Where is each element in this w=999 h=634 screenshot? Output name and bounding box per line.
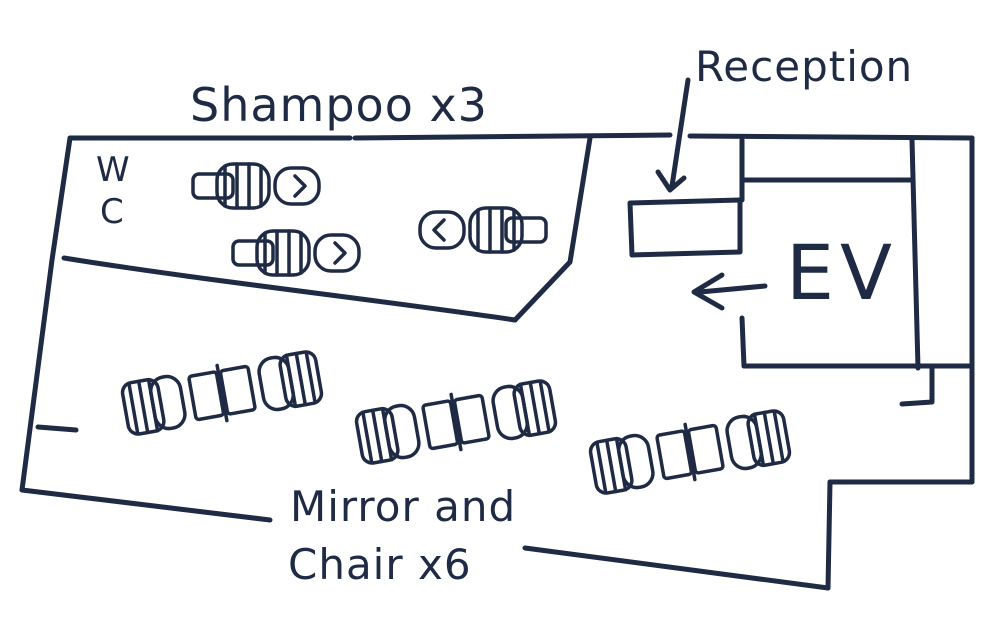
outer-walls xyxy=(19,132,975,591)
mirror-label-line1: Mirror and xyxy=(290,482,517,531)
ev-inner-left-bottom xyxy=(739,315,747,369)
ev-small-wall xyxy=(899,365,935,407)
mirror-chair-pair xyxy=(354,379,558,465)
mirror-chair-pair xyxy=(588,409,792,495)
bottom-wall-right xyxy=(522,545,831,591)
reception-pointer-head xyxy=(655,169,687,193)
shampoo-station xyxy=(191,162,321,210)
ev-inner-right xyxy=(909,137,921,371)
mirror-label-line2: Chair x6 xyxy=(288,540,472,589)
wc-label-w: W xyxy=(96,150,131,190)
top-wall-far-right xyxy=(687,133,975,141)
left-wall xyxy=(19,135,73,493)
ev-arrow-head xyxy=(691,272,725,311)
mirror-chair-pair xyxy=(120,350,324,436)
right-step-vertical xyxy=(825,479,833,591)
elevator-block xyxy=(691,137,975,407)
wc-label-c: C xyxy=(100,192,125,232)
reception-desk-outline xyxy=(627,197,743,258)
shampoo-station xyxy=(231,229,361,277)
shampoo-station xyxy=(418,206,548,254)
reception-label: Reception xyxy=(695,42,914,91)
shampoo-label: Shampoo x3 xyxy=(190,78,488,132)
left-wall-notch xyxy=(35,424,79,433)
shampoo-divider xyxy=(61,255,518,323)
bottom-wall-left xyxy=(19,487,273,523)
reception-pointer-line xyxy=(669,77,691,189)
reception-desk xyxy=(627,77,743,258)
shampoo-right-edge xyxy=(512,135,593,323)
top-wall-right xyxy=(352,132,673,141)
elevator-label: EV xyxy=(786,228,899,317)
shampoo-area-boundary xyxy=(61,135,593,323)
ev-arrow-shaft xyxy=(697,283,768,295)
